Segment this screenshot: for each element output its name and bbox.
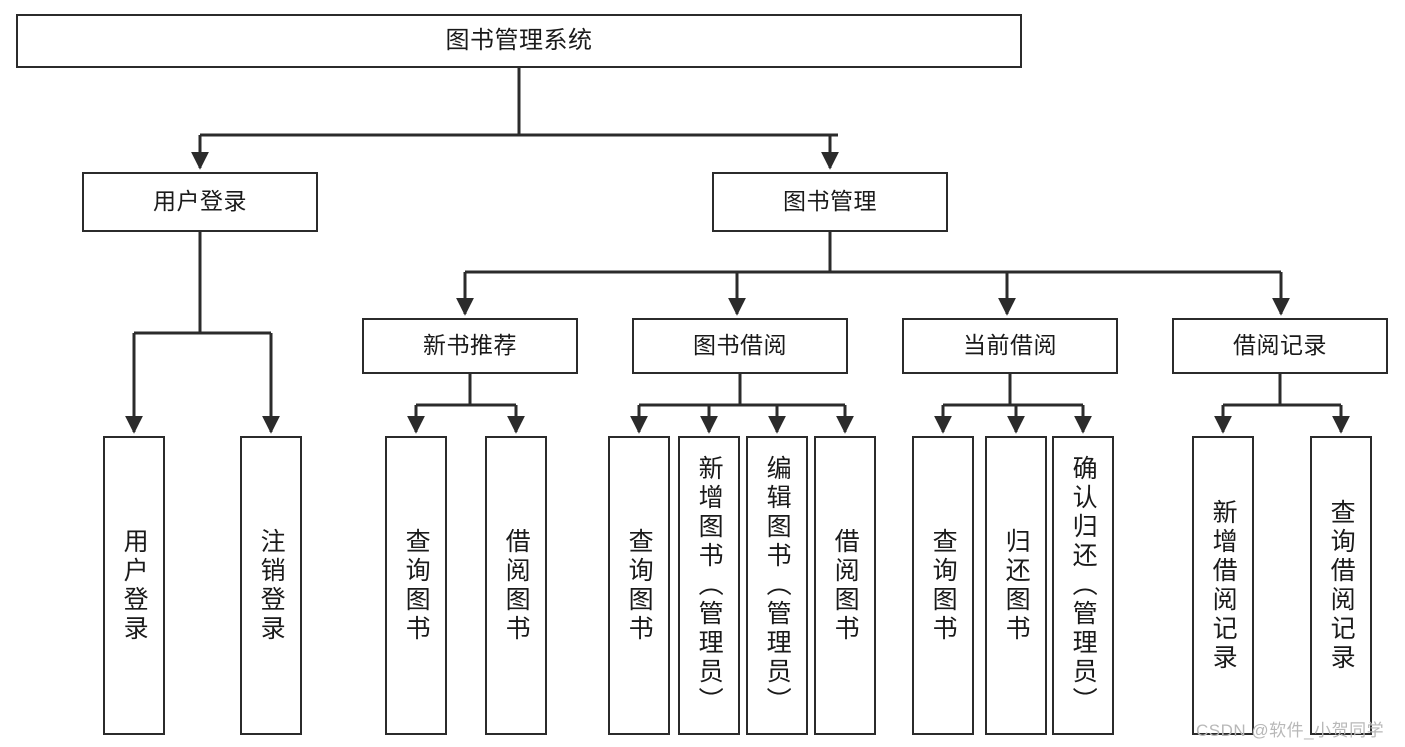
leaf-add-book[interactable]: 新增图书（管理员） bbox=[678, 436, 740, 735]
leaf-query-book-3-label: 查询图书 bbox=[929, 527, 958, 644]
leaf-return-book[interactable]: 归还图书 bbox=[985, 436, 1047, 735]
leaf-add-book-label: 新增图书（管理员） bbox=[695, 455, 724, 716]
leaf-edit-book[interactable]: 编辑图书（管理员） bbox=[746, 436, 808, 735]
leaf-borrow-book-1[interactable]: 借阅图书 bbox=[485, 436, 547, 735]
leaf-return-book-label: 归还图书 bbox=[1002, 527, 1031, 644]
leaf-user-logout[interactable]: 注销登录 bbox=[240, 436, 302, 735]
node-new-book-rec-label: 新书推荐 bbox=[423, 332, 517, 359]
leaf-confirm-return[interactable]: 确认归还（管理员） bbox=[1052, 436, 1114, 735]
leaf-borrow-book-2-label: 借阅图书 bbox=[831, 527, 860, 644]
node-borrow-record[interactable]: 借阅记录 bbox=[1172, 318, 1388, 374]
leaf-query-record-label: 查询借阅记录 bbox=[1327, 498, 1356, 673]
leaf-user-logout-label: 注销登录 bbox=[257, 527, 286, 644]
leaf-query-book-1[interactable]: 查询图书 bbox=[385, 436, 447, 735]
leaf-add-record-label: 新增借阅记录 bbox=[1209, 498, 1238, 673]
node-root-label: 图书管理系统 bbox=[445, 26, 593, 54]
leaf-query-book-2[interactable]: 查询图书 bbox=[608, 436, 670, 735]
leaf-user-login[interactable]: 用户登录 bbox=[103, 436, 165, 735]
node-current-borrow[interactable]: 当前借阅 bbox=[902, 318, 1118, 374]
node-book-manage-label: 图书管理 bbox=[783, 188, 877, 215]
node-borrow-record-label: 借阅记录 bbox=[1233, 332, 1327, 359]
node-book-borrow[interactable]: 图书借阅 bbox=[632, 318, 848, 374]
leaf-confirm-return-label: 确认归还（管理员） bbox=[1069, 455, 1098, 716]
leaf-edit-book-label: 编辑图书（管理员） bbox=[763, 455, 792, 716]
node-new-book-rec[interactable]: 新书推荐 bbox=[362, 318, 578, 374]
node-book-borrow-label: 图书借阅 bbox=[693, 332, 787, 359]
node-current-borrow-label: 当前借阅 bbox=[963, 332, 1057, 359]
node-book-manage[interactable]: 图书管理 bbox=[712, 172, 948, 232]
leaf-query-book-3[interactable]: 查询图书 bbox=[912, 436, 974, 735]
node-user-login-label: 用户登录 bbox=[153, 188, 247, 215]
node-user-login[interactable]: 用户登录 bbox=[82, 172, 318, 232]
leaf-borrow-book-1-label: 借阅图书 bbox=[502, 527, 531, 644]
leaf-query-record[interactable]: 查询借阅记录 bbox=[1310, 436, 1372, 735]
csdn-watermark: CSDN @软件_小贺同学 bbox=[1196, 721, 1385, 740]
leaf-query-book-2-label: 查询图书 bbox=[625, 527, 654, 644]
leaf-add-record[interactable]: 新增借阅记录 bbox=[1192, 436, 1254, 735]
leaf-user-login-label: 用户登录 bbox=[120, 527, 149, 644]
leaf-borrow-book-2[interactable]: 借阅图书 bbox=[814, 436, 876, 735]
node-root[interactable]: 图书管理系统 bbox=[16, 14, 1022, 68]
leaf-query-book-1-label: 查询图书 bbox=[402, 527, 431, 644]
